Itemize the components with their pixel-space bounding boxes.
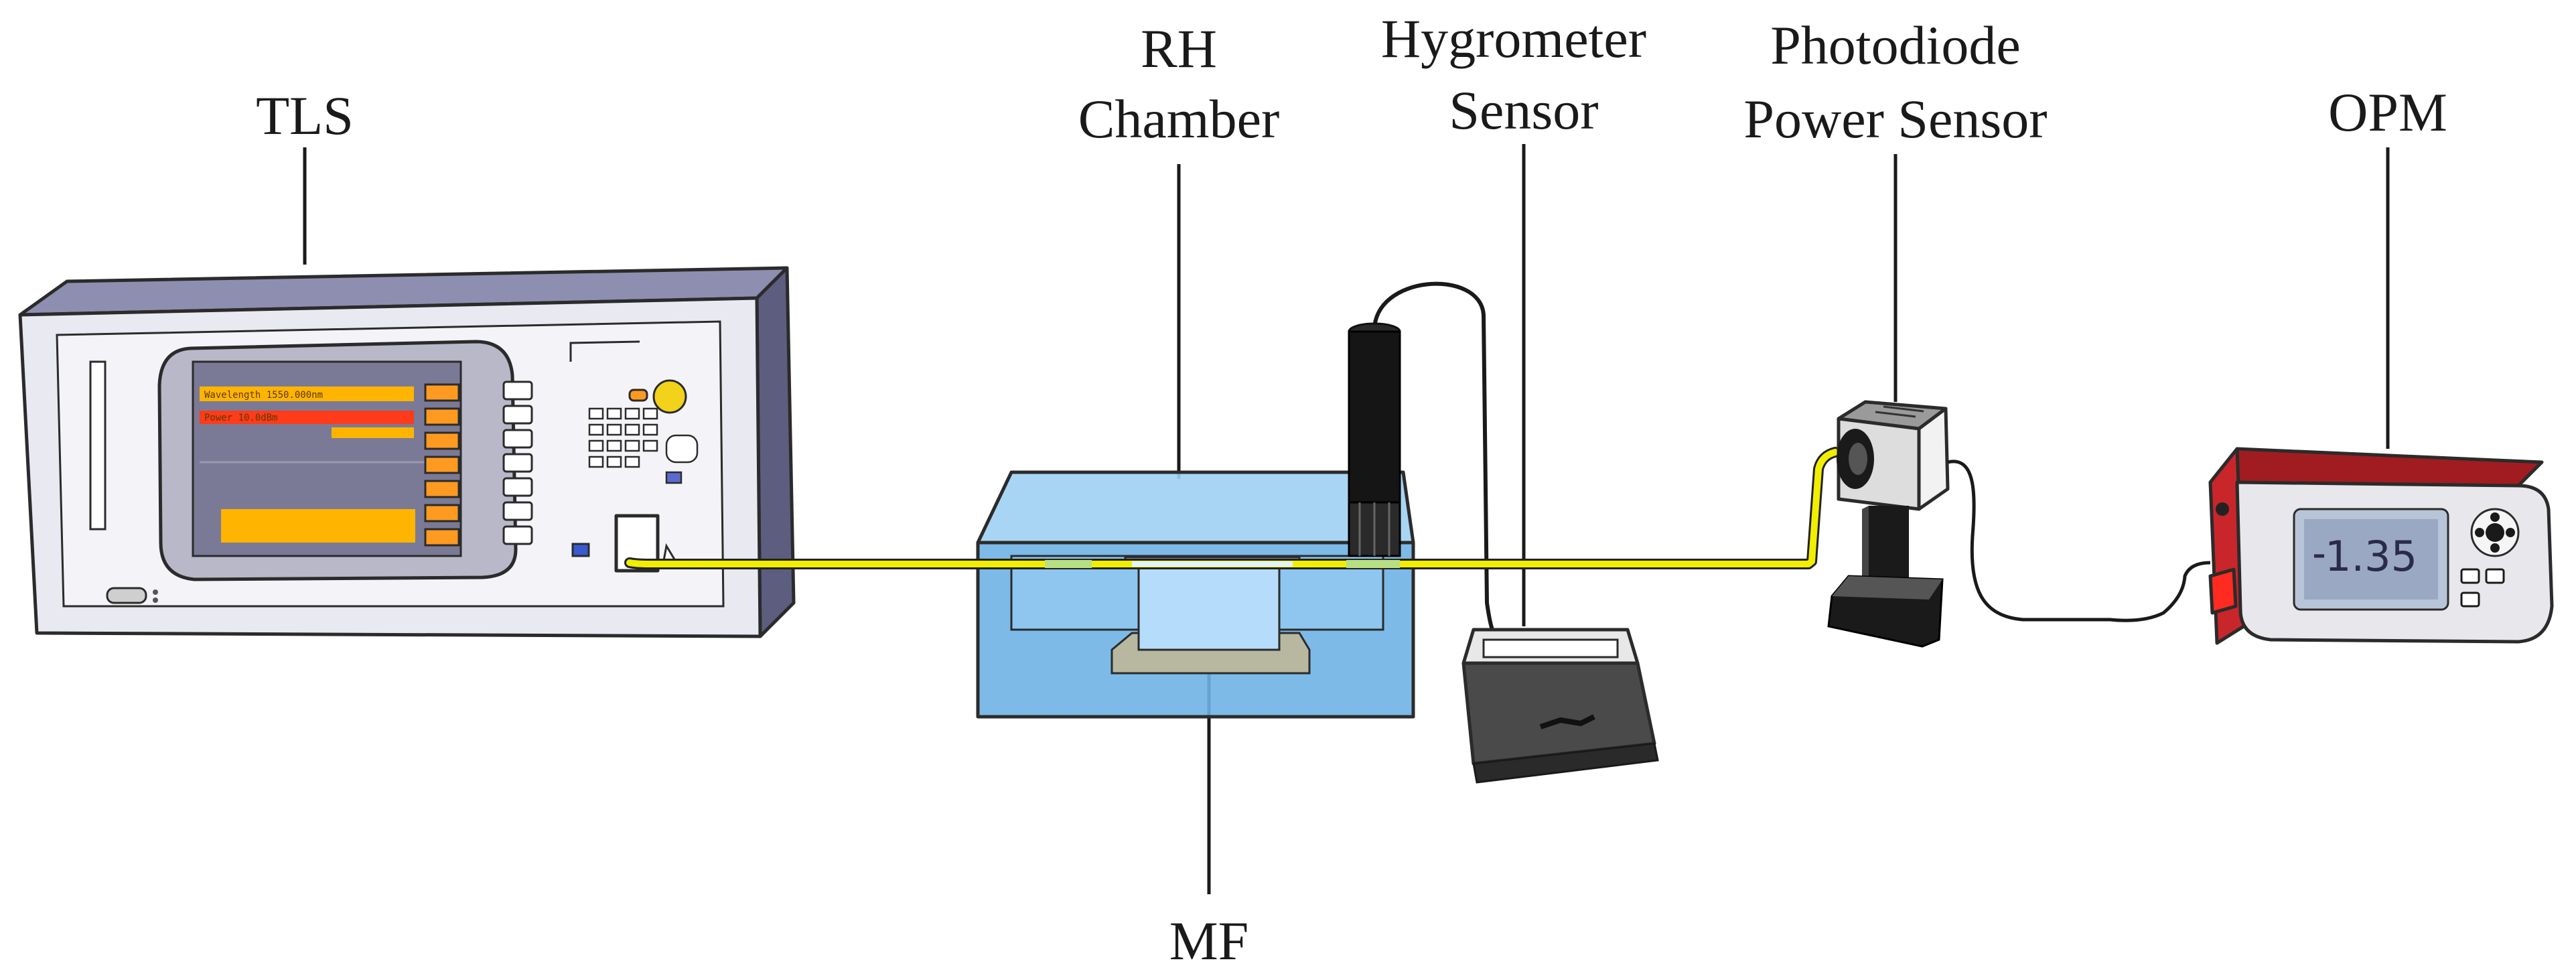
label-opm: OPM (2328, 82, 2447, 143)
tls-softkey-1 (424, 383, 460, 402)
photodiode-post (1869, 506, 1909, 586)
tls-screen-bar-red (200, 411, 414, 424)
photodiode-side (1917, 407, 1950, 511)
hygrometer-probe (1348, 281, 1496, 634)
photodiode-post-shade (1862, 506, 1869, 589)
photodiode-aperture-inner (1849, 443, 1867, 475)
label-photodiode-line2: Power Sensor (1743, 88, 2047, 149)
tls-softkey-5 (424, 480, 460, 498)
tls-screen-bar-orange-3 (221, 509, 415, 543)
tls-led-icon (153, 589, 158, 595)
fiber-core (626, 449, 1839, 567)
tls-instrument: Wavelength 1550.000nm Power 10.0dBm (18, 266, 796, 638)
tls-softkey-7 (424, 528, 460, 547)
opm-input-connector (2216, 502, 2229, 516)
tls-softkey-6 (424, 504, 460, 522)
tls-key-orange (628, 389, 648, 402)
opm-reading: 1.35 (2325, 532, 2417, 581)
tls-side-face (755, 266, 796, 638)
probe-body (1348, 330, 1401, 504)
tls-screen-bar-orange-1 (200, 387, 414, 401)
tls-softkey-4 (424, 456, 460, 474)
tls-softkey-3 (424, 431, 460, 450)
tls-keypad (588, 407, 699, 484)
opm-power-switch (2208, 567, 2238, 615)
tls-drive-slot (89, 360, 106, 531)
opm-buttons (2460, 568, 2505, 608)
hygrometer-display (1482, 638, 1619, 658)
opm-screen-inner (2304, 519, 2438, 600)
tls-side-tabs (502, 380, 533, 545)
label-hygrometer-line2: Sensor (1449, 80, 1598, 141)
tls-softkey-2 (424, 407, 460, 426)
fiber-clamp-right (1346, 560, 1400, 568)
hygrometer-knob-icon (1539, 714, 1595, 729)
hygrometer-base-front (1472, 742, 1659, 784)
tls-keypad-bracket (569, 340, 640, 362)
hygrometer-meter (1461, 628, 1659, 784)
photodiode-sensor (1827, 400, 2211, 648)
tls-screen-row1-text: Wavelength 1550.000nm (204, 390, 323, 401)
tls-led-icon-2 (153, 598, 158, 603)
tls-softkeys (424, 383, 460, 547)
rh-chamber (976, 470, 1415, 719)
label-tls: TLS (256, 85, 354, 146)
fiber-clamp-left (1045, 560, 1092, 568)
hygrometer-cable (1372, 281, 1496, 634)
tls-screen-row2-text: Power 10.0dBm (204, 413, 278, 423)
rh-chamber-stage-block (1137, 565, 1281, 651)
opm-instrument: 1.35 (2208, 447, 2554, 645)
photodiode-cable (1947, 460, 2211, 622)
opm-top (2208, 447, 2544, 488)
label-photodiode-line1: Photodiode (1770, 15, 2021, 76)
label-rh-chamber-line2: Chamber (1078, 88, 1280, 149)
label-rh-chamber-line1: RH (1141, 18, 1217, 79)
tls-power-connector (106, 587, 147, 604)
tls-connector-port (571, 543, 590, 557)
label-hygrometer-line1: Hygrometer (1381, 8, 1646, 69)
optical-fiber (624, 447, 1841, 569)
microfiber-section (1132, 561, 1293, 567)
tls-knob (652, 379, 687, 414)
label-mf: MF (1169, 910, 1249, 971)
tls-screen-bar-orange-2 (332, 427, 414, 438)
photodiode-base-top (1832, 576, 1942, 600)
opm-nav-center (2486, 523, 2504, 542)
